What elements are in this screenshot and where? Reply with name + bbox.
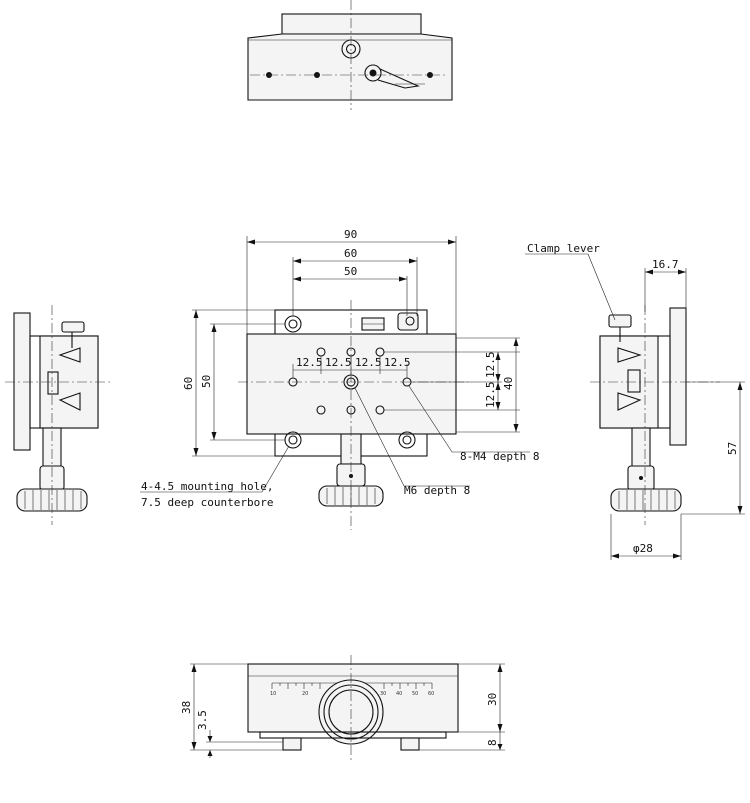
- dim-12-5-label: 12.5: [384, 356, 411, 369]
- front-elevation-view: 10 20 30 40 50 60: [190, 655, 505, 760]
- left-side-view: [5, 305, 110, 525]
- dim-12-5-label: 12.5: [325, 356, 352, 369]
- dim-90-label: 90: [344, 228, 357, 241]
- scale-tick-label: 40: [396, 691, 402, 697]
- scale-tick-label: 50: [412, 691, 418, 697]
- right-side-view: [525, 253, 745, 560]
- dim-60-vertical-label: 60: [182, 377, 195, 390]
- clamp-lever-label: Clamp lever: [527, 242, 600, 255]
- dim-12-5-vertical-label: 12.5: [484, 382, 497, 409]
- m4-note-label: 8-M4 depth 8: [460, 450, 539, 463]
- dim-phi28-label: φ28: [633, 542, 653, 555]
- dim-57-label: 57: [726, 442, 739, 455]
- mounting-note-line1: 4-4.5 mounting hole,: [141, 480, 273, 493]
- dim-38-label: 38: [180, 701, 193, 714]
- dim-12-5-label: 12.5: [296, 356, 323, 369]
- dim-12-5-vertical-label: 12.5: [484, 352, 497, 379]
- dim-12-5-label: 12.5: [355, 356, 382, 369]
- m6-note-label: M6 depth 8: [404, 484, 470, 497]
- dim-16-7-label: 16.7: [652, 258, 679, 271]
- scale-tick-label: 60: [428, 691, 434, 697]
- dim-40-label: 40: [502, 377, 515, 390]
- dim-8-label: 8: [486, 739, 499, 746]
- scale-tick-label: 30: [380, 691, 386, 697]
- dim-3-5-label: 3.5: [196, 710, 209, 730]
- mounting-note-line2: 7.5 deep counterbore: [141, 496, 273, 509]
- dim-50-vertical-label: 50: [200, 375, 213, 388]
- scale-tick-label: 10: [270, 691, 276, 697]
- dim-50-label: 50: [344, 265, 357, 278]
- dim-60-label: 60: [344, 247, 357, 260]
- scale-tick-label: 20: [302, 691, 308, 697]
- dim-30-label: 30: [486, 693, 499, 706]
- top-view: [247, 0, 453, 110]
- main-view: [140, 236, 530, 530]
